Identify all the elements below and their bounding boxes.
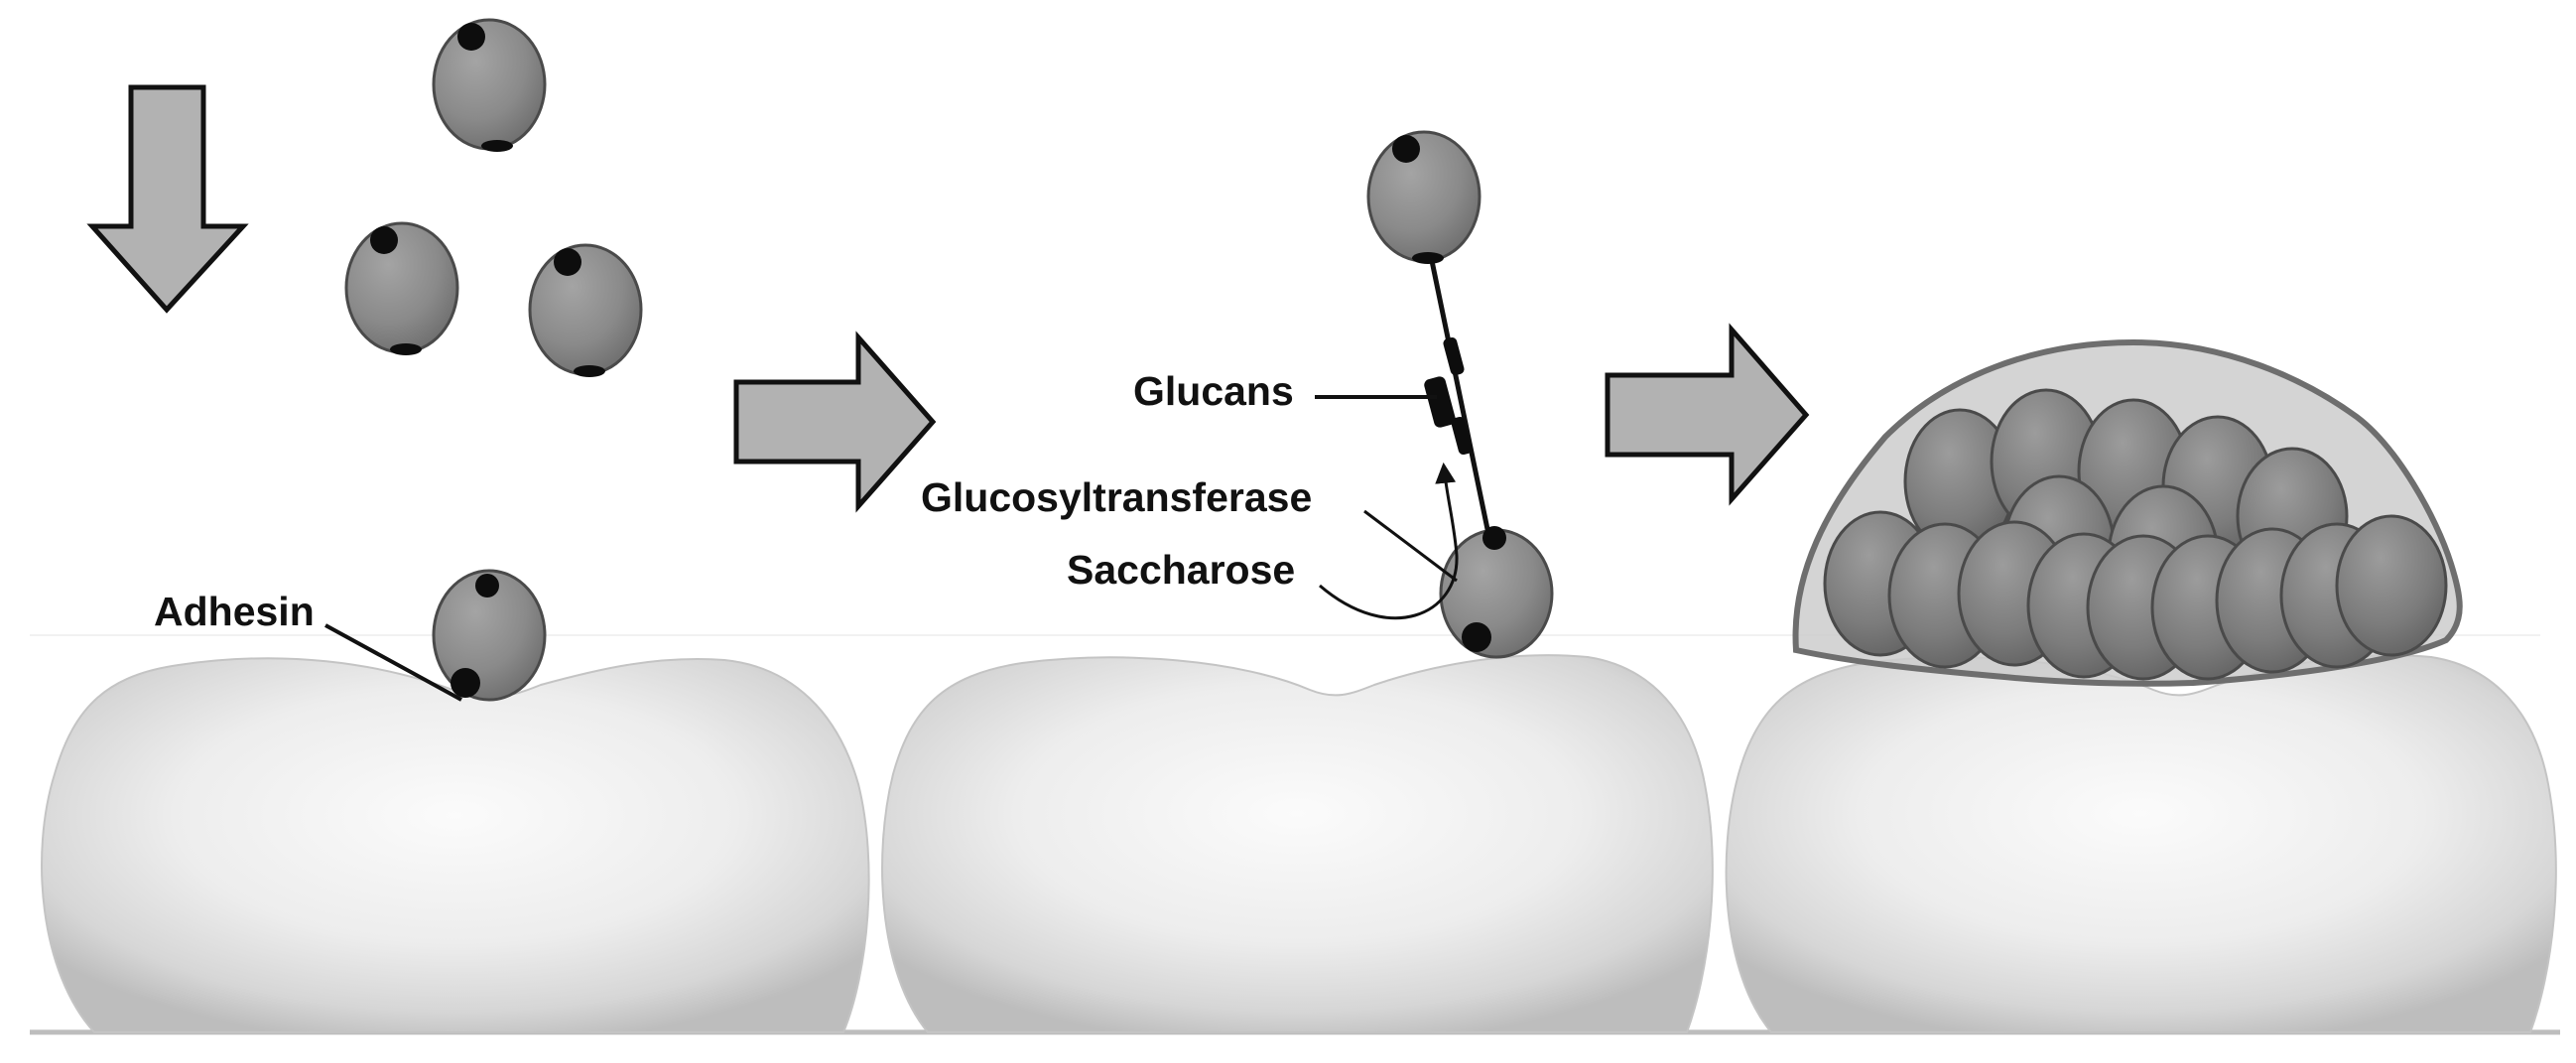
bacterium-icon <box>344 221 459 355</box>
glucosyltransferase-label: Glucosyltransferase <box>921 474 1312 520</box>
glucan-block <box>1451 416 1473 456</box>
glucan-strand <box>1428 255 1491 535</box>
arrow-right-icon <box>733 331 937 513</box>
tooth-icon <box>1725 654 2557 1033</box>
arrow-right-icon <box>1605 323 1810 506</box>
biofilm-bacteria-cluster <box>1823 388 2448 681</box>
adhesin-leader-line <box>324 623 462 702</box>
bacterium-icon <box>432 18 547 152</box>
conversion-arrow <box>1319 462 1459 620</box>
tooth-icon <box>881 654 1714 1033</box>
biofilm-bacterium <box>2335 514 2448 657</box>
adhered-bacterium-icon <box>432 569 547 702</box>
glucan-block <box>1443 336 1465 376</box>
panel-3-mature-biofilm <box>1725 338 2557 1033</box>
tooth-icon <box>41 657 870 1033</box>
arrow-down-icon <box>86 84 249 314</box>
panel-1-initial-adhesion: Adhesin <box>41 18 870 1033</box>
glucosyltransferase-leader-line <box>1363 509 1458 583</box>
panel-2-glucan-synthesis: Glucans Glucosyltransferase Saccharose <box>881 130 1714 1033</box>
adhered-bacterium-icon <box>1439 526 1554 659</box>
saccharose-label: Saccharose <box>1067 547 1295 593</box>
adhesin-label: Adhesin <box>154 589 315 634</box>
glucan-block <box>1424 376 1456 428</box>
glucans-label: Glucans <box>1133 368 1294 414</box>
bacterium-icon <box>1366 130 1481 264</box>
bacterium-icon <box>528 243 643 377</box>
